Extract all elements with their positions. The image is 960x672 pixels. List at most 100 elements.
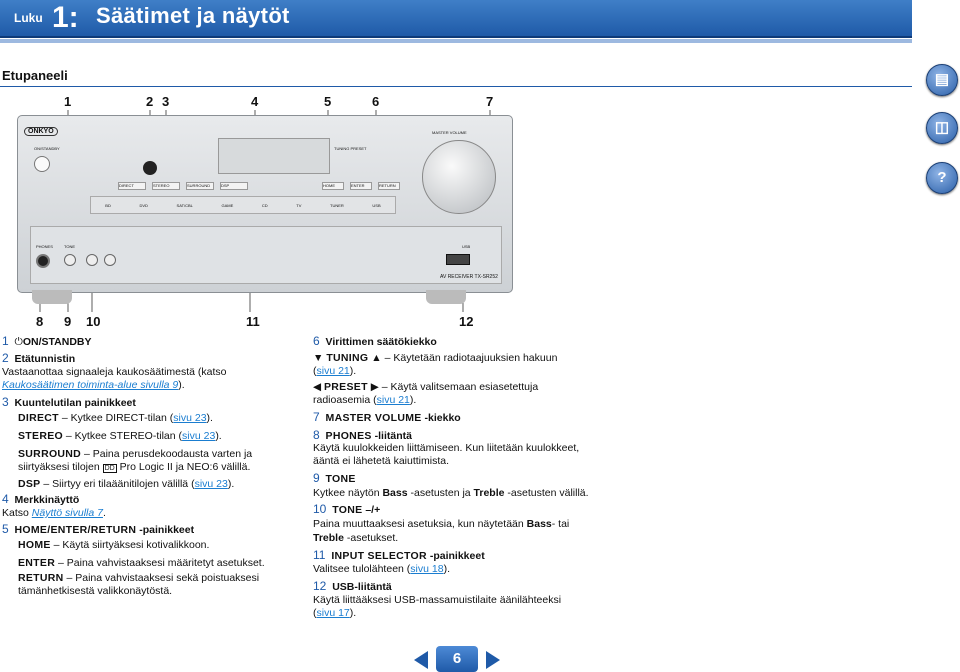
tuning-text-2a: ( [313,365,317,377]
remote-range-link[interactable]: Kaukosäätimen toiminta-alue sivulla 9 [2,379,179,391]
direct-end: ). [206,412,213,424]
item-10-bass: Bass [526,518,552,530]
item-2-number: 2 [2,351,9,365]
dsp-label: DSP [18,478,41,490]
dsp-button[interactable]: DSP [220,182,248,190]
receiver-front-panel: ONKYO ON/STANDBY TUNING PRESET MASTER VO… [17,115,513,293]
dsp-text: – Siirtyy eri tilaäänitilojen välillä ( [43,478,195,490]
lower-panel [30,226,502,284]
stereo-button[interactable]: STEREO [152,182,180,190]
tone-button[interactable] [64,254,76,266]
input-cd-button[interactable]: CD [261,202,268,208]
on-standby-button[interactable] [34,156,50,172]
item-8-number: 8 [313,428,320,442]
callout-1: 1 [64,94,72,109]
input-dvd-button[interactable]: DVD [139,202,148,208]
standby-label: ON/STANDBY [34,146,60,151]
dsp-page-link[interactable]: sivu 23 [194,478,228,490]
item-3-number: 3 [2,395,9,409]
help-icon[interactable]: ? [926,162,958,194]
master-volume-knob[interactable] [422,140,496,214]
return-text-2: tämänhetkisestä valikkonäytöstä. [18,585,173,597]
home-button[interactable]: HOME [322,182,344,190]
item-8-text-2: ääntä ei lähetetä kaiuttimista. [313,455,449,467]
tuning-page-link[interactable]: sivu 21 [316,365,350,377]
tuning-label-text: TUNING [326,352,369,364]
direct-page-link[interactable]: sivu 23 [173,412,207,424]
stereo-label: STEREO [18,430,63,442]
stereo-text: – Kytkee STEREO-tilan ( [65,430,183,442]
item-10-text: Paina muuttaaksesi asetuksia, kun näytet… [313,518,524,530]
item-6-title: Virittimen säätökiekko [325,336,437,348]
header-divider [0,39,912,43]
section-title: Etupaneeli [2,68,68,83]
usb-page-link[interactable]: sivu 17 [316,607,350,619]
preset-label: PRESET [350,146,367,151]
callout-2: 2 [146,94,154,109]
down-triangle-icon: ▼ [313,352,324,364]
item-5-title: HOME/ENTER/RETURN [14,524,137,536]
tuning-end: ). [349,365,357,377]
item-7-number: 7 [313,410,320,424]
item-4-title: Merkkinäyttö [14,494,80,506]
power-icon: ⏻ [14,336,23,348]
usb-label: USB [462,244,471,249]
remote-icon[interactable]: ◫ [926,112,958,144]
item-11-text: Valitsee tulolähteen ( [313,563,411,575]
item-10-text-2: - tai [551,518,570,530]
surround-button[interactable]: SURROUND [186,182,214,190]
chapter-title: Säätimet ja näytöt [96,3,290,28]
return-button[interactable]: RETURN [378,182,400,190]
page-number: 6 [436,646,478,672]
item-9-text-a: Kytkee näytön [313,487,380,499]
item-9-treble: Treble [473,487,505,499]
display-window [218,138,330,174]
item-2-title: Etätunnistin [14,353,76,365]
enter-button[interactable]: ENTER [350,182,372,190]
item-7-title-2: -kiekko [424,412,461,424]
tone-label: TONE [64,244,76,249]
input-bd-button[interactable]: BD [105,202,111,208]
enter-text: – Paina vahvistaaksesi määritetyt asetuk… [58,557,265,569]
item-9-text-c: -asetusten välillä. [507,487,589,499]
home-label: HOME [18,539,51,551]
input-game-button[interactable]: GAME [221,202,234,208]
direct-button[interactable]: DIRECT [118,182,146,190]
tone-minus-button[interactable] [86,254,98,266]
item-4-text: Katso [2,507,29,519]
usb-port[interactable] [446,254,470,265]
input-selector-bar: BD DVD SAT/CBL GAME CD TV TUNER USB [90,196,396,214]
up-triangle-icon: ▲ [371,352,382,364]
preset-page-link[interactable]: sivu 21 [376,394,410,406]
dsp-end: ). [227,478,235,490]
input-satcbl-button[interactable]: SAT/CBL [176,202,193,208]
input-tuner-button[interactable]: TUNER [330,202,344,208]
right-triangle-icon: ▶ [370,381,379,393]
item-9-text-b: -asetusten ja [410,487,471,499]
chapter-header [0,0,912,38]
input-usb-button[interactable]: USB [372,202,381,208]
phones-jack[interactable] [36,254,50,268]
item-12-text: Käytä liittääksesi USB-massamuistilaite … [313,594,562,606]
item-7-title: MASTER VOLUME [325,412,422,424]
chapter-number: 1: [52,1,79,34]
display-page-link[interactable]: Näyttö sivulla 7 [31,507,103,519]
tone-plus-button[interactable] [104,254,116,266]
input-tv-button[interactable]: TV [296,202,302,208]
stereo-page-link[interactable]: sivu 23 [182,430,216,442]
callout-11: 11 [246,314,260,329]
surround-text: – Paina perusdekoodausta varten ja [84,448,253,460]
prev-page-arrow-icon[interactable] [414,651,428,669]
next-page-arrow-icon[interactable] [486,651,500,669]
left-triangle-icon: ◀ [313,381,322,393]
input-page-link[interactable]: sivu 18 [410,563,444,575]
preset-end: ). [409,394,417,406]
home-text: – Käytä siirtyäksesi kotivalikkoon. [53,539,210,551]
callout-12: 12 [459,314,474,329]
preset-label-text: PRESET [324,381,368,393]
phones-label: PHONES [36,244,53,249]
item-8-text: Käytä kuulokkeiden liittämiseen. Kun lii… [313,442,580,454]
book-icon[interactable]: ▤ [926,64,958,96]
brand-logo: ONKYO [24,127,58,136]
callout-6: 6 [372,94,380,109]
